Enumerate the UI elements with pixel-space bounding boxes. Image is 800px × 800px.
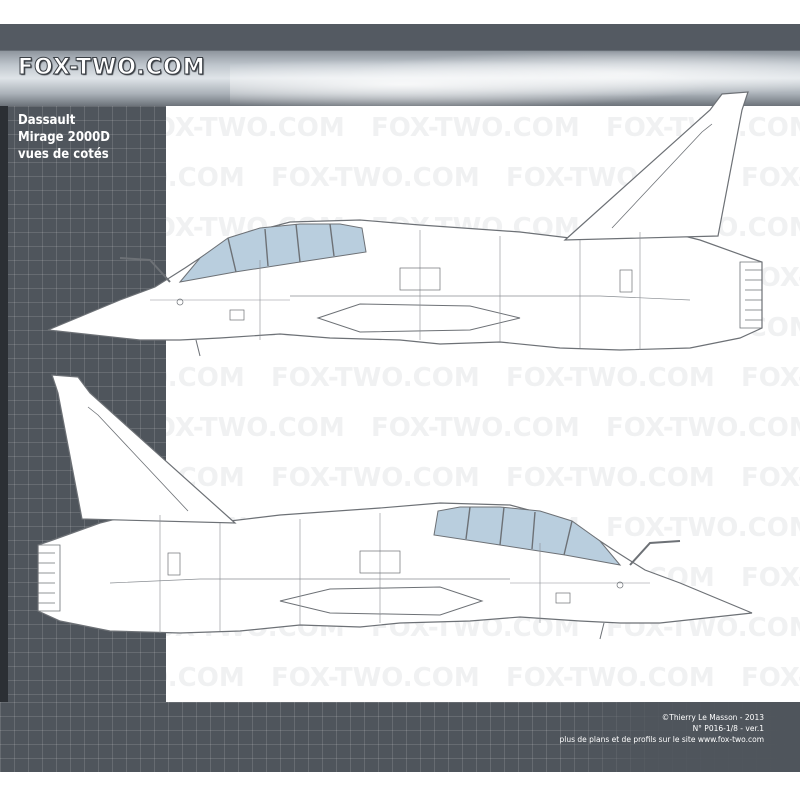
watermark-text: FOX-TWO.COM xyxy=(371,413,580,443)
watermark-text: FOX-TWO.COM xyxy=(741,463,800,493)
watermark-text: FOX-TWO.COM xyxy=(506,363,715,393)
aircraft-right-profile xyxy=(37,374,753,640)
watermark-text: FOX-TWO.COM xyxy=(741,363,800,393)
left-edge-stripe xyxy=(0,106,8,702)
watermark-text: FOX-TWO.COM xyxy=(166,663,245,693)
title-view: vues de cotés xyxy=(18,147,109,162)
watermark-text: FOX-TWO.COM xyxy=(166,363,245,393)
watermark-text: FOX-TWO.COM xyxy=(271,363,480,393)
footer-fade xyxy=(560,702,800,772)
title-model: Mirage 2000D xyxy=(18,130,110,145)
watermark-text: FOX-TWO.COM xyxy=(506,463,715,493)
watermark-text: FOX-TWO.COM xyxy=(741,663,800,693)
watermark-text: FOX-TWO.COM xyxy=(741,563,800,593)
watermark-text: FOX-TWO.COM xyxy=(271,163,480,193)
header-banner xyxy=(0,24,800,106)
copyright-text: ©Thierry Le Masson - 2013 xyxy=(661,713,764,722)
watermark-text: FOX-TWO.COM xyxy=(606,413,800,443)
watermark-text: FOX-TWO.COM xyxy=(506,663,715,693)
watermark-text: FOX-TWO.COM xyxy=(271,663,480,693)
credits-block: ©Thierry Le Masson - 2013 N° P016-1/8 - … xyxy=(559,712,764,745)
sky-band xyxy=(230,52,800,106)
website-note: plus de plans et de profils sur le site … xyxy=(559,735,764,744)
title-manufacturer: Dassault xyxy=(18,113,76,128)
watermark-text: FOX-TWO.COM xyxy=(741,163,800,193)
footer-grid-panel xyxy=(0,702,800,772)
watermark-text: FOX-TWO.COM xyxy=(166,413,345,443)
sheet-title: Dassault Mirage 2000D vues de cotés xyxy=(18,112,110,163)
watermark-text: FOX-TWO.COM xyxy=(606,513,800,543)
reference-number: N° P016-1/8 - ver.1 xyxy=(692,724,764,733)
watermark-text: FOX-TWO.COM xyxy=(371,113,580,143)
watermark-text: FOX-TWO.COM xyxy=(271,463,480,493)
watermark-text: FOX-TWO.COM xyxy=(166,113,345,143)
aircraft-left-profile xyxy=(47,91,763,357)
brand-logo: FOX-TWO.COM xyxy=(18,55,206,81)
watermark-text: FOX-TWO.COM xyxy=(166,163,245,193)
